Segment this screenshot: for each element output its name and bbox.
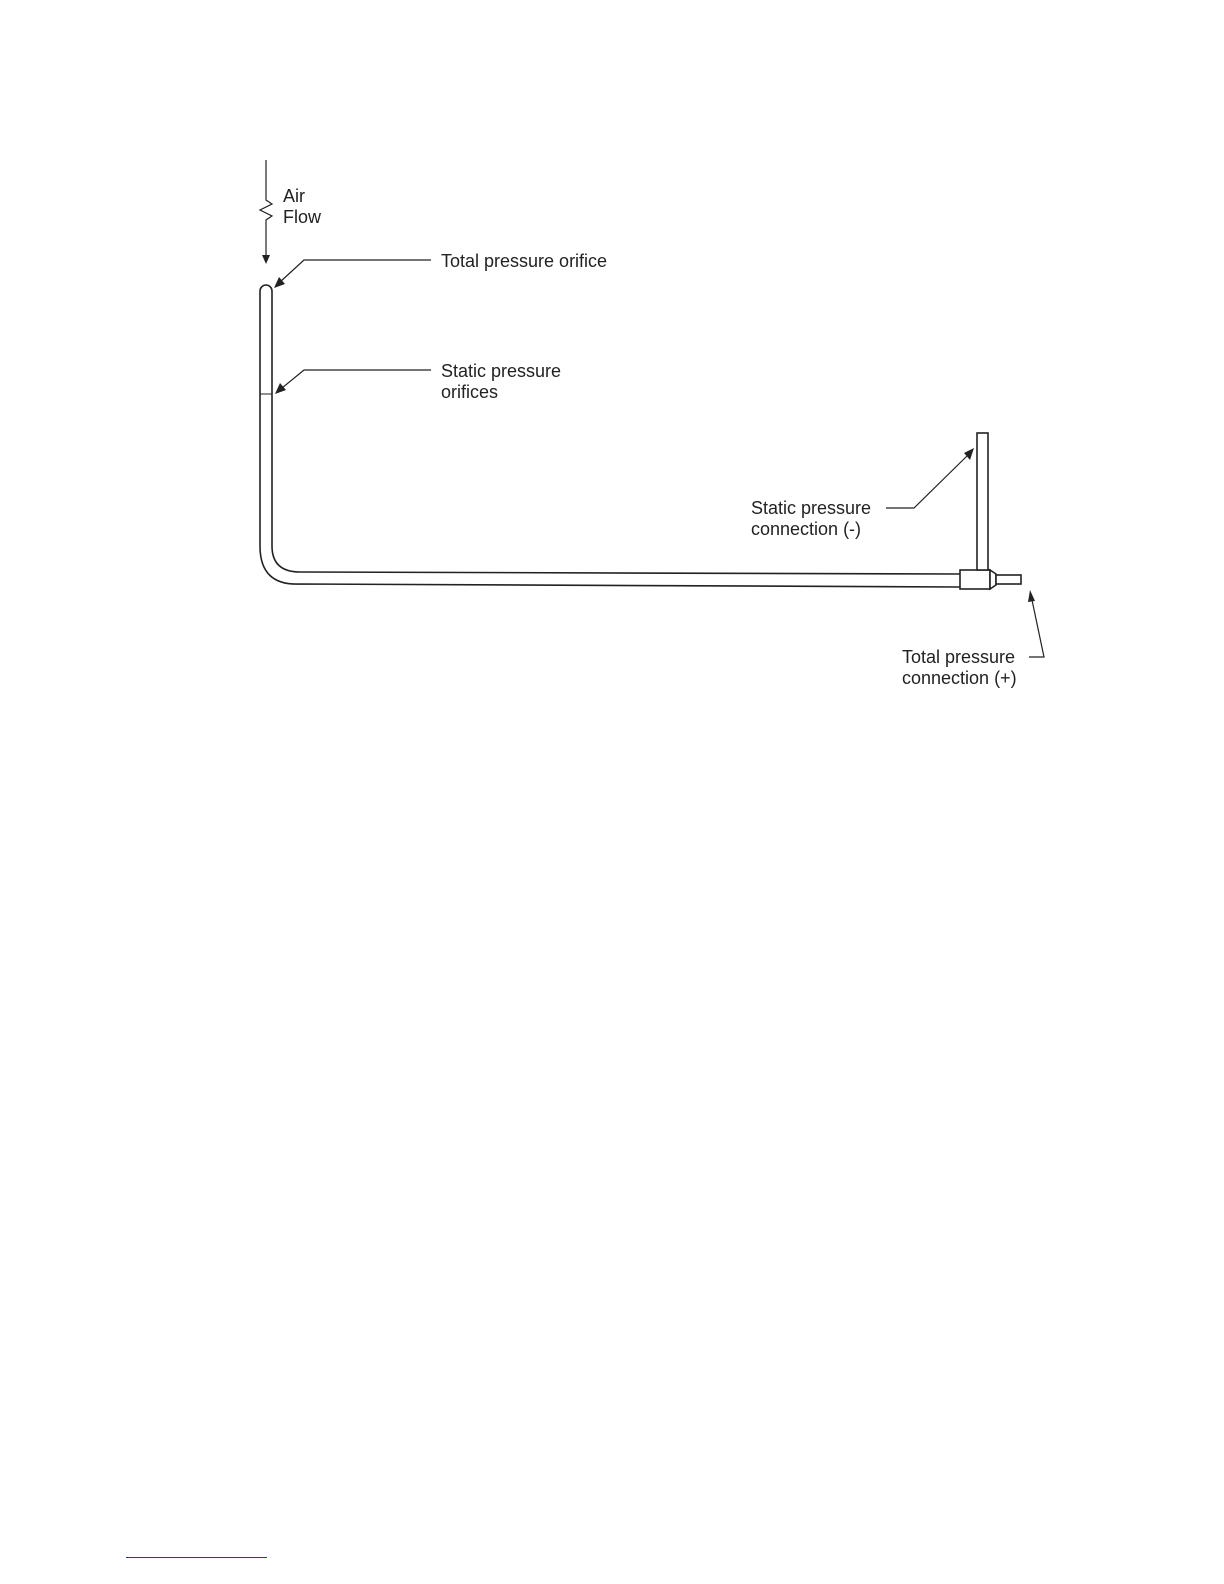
footnote-separator bbox=[126, 1557, 267, 1558]
static-pressure-connection-label: Static pressure connection (-) bbox=[751, 498, 876, 539]
total-pressure-orifice-leader bbox=[274, 260, 431, 288]
connection-fitting bbox=[960, 570, 990, 589]
static-pressure-connection-tube bbox=[977, 433, 988, 570]
air-flow-label: Air Flow bbox=[283, 186, 322, 227]
air-flow-arrow bbox=[260, 160, 272, 264]
static-pressure-connection-leader bbox=[886, 448, 974, 508]
total-pressure-connection-label: Total pressure connection (+) bbox=[902, 647, 1020, 688]
total-pressure-connection-leader bbox=[1028, 590, 1044, 657]
fitting-taper bbox=[990, 570, 996, 589]
static-pressure-orifices-label: Static pressure orifices bbox=[441, 361, 566, 402]
static-pressure-orifices-leader bbox=[275, 370, 431, 394]
total-pressure-outlet-tube bbox=[996, 575, 1021, 584]
tube-nose bbox=[260, 285, 272, 291]
total-pressure-orifice-label: Total pressure orifice bbox=[441, 251, 607, 271]
pitot-tube bbox=[260, 285, 960, 587]
